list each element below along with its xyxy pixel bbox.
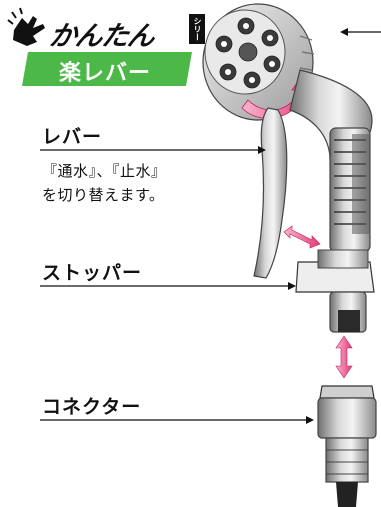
lever-desc-line2: を切り替えます。 <box>42 186 165 204</box>
callout-lever: レバー <box>42 126 103 148</box>
handle-body <box>289 69 373 253</box>
logo-series-badge: シリーズ <box>177 14 205 44</box>
logo-subtitle: 楽レバー <box>58 61 151 86</box>
connect-arrow-icon <box>335 335 353 379</box>
lever-desc-line1: 『通水』、『止水』 <box>42 162 167 180</box>
callout-connector: コネクター <box>42 396 142 418</box>
logo-wordmark: かんたん <box>47 21 156 52</box>
thumbs-up-hand-icon <box>7 7 45 46</box>
connector-part <box>317 385 377 507</box>
stopper-part <box>295 249 375 333</box>
top-pointer <box>340 28 381 36</box>
callout-lines <box>40 149 310 421</box>
logo-banner <box>22 52 192 86</box>
lever-part <box>253 107 288 279</box>
double-arrow-icon <box>283 225 321 249</box>
callout-stopper: ストッパー <box>42 262 143 284</box>
spray-head <box>202 3 315 121</box>
